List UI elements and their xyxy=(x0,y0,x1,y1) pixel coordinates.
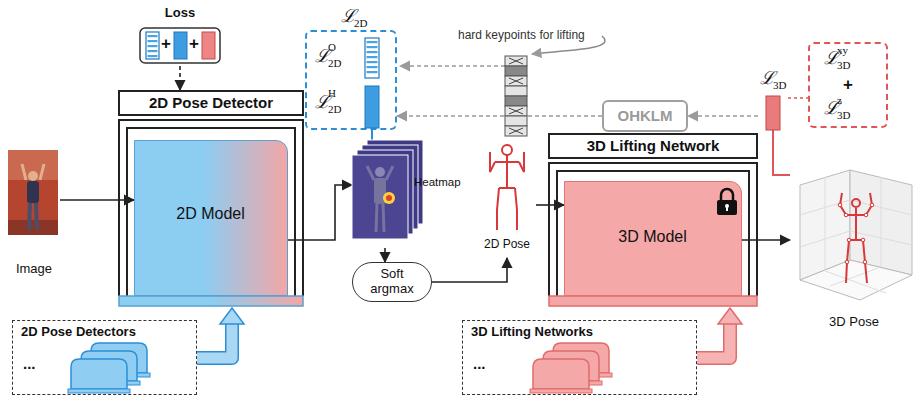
heatmap-stack: Heatmap xyxy=(352,140,470,248)
connector xyxy=(788,98,808,99)
loss-group: ℒ3Dxy+ℒ3Dz xyxy=(808,42,888,128)
node-text: 2D xyxy=(328,103,341,116)
node-text: O xyxy=(328,41,336,54)
connector xyxy=(397,116,602,117)
node-text: 2D Model xyxy=(135,205,286,223)
connector xyxy=(385,248,386,262)
node-text: ℒ xyxy=(341,6,356,27)
node-text: 3D Model xyxy=(565,228,740,246)
pose-2d: 2D Pose xyxy=(478,140,536,258)
node-text: 3D xyxy=(837,59,850,72)
connector xyxy=(773,130,790,175)
node-text: + xyxy=(159,34,173,54)
connector xyxy=(432,258,507,282)
connector xyxy=(688,116,758,117)
node-text: ℒ xyxy=(315,92,330,113)
annotation-label: hard keypoints for lifting xyxy=(458,28,585,42)
connector xyxy=(697,308,742,358)
connector xyxy=(197,308,244,358)
node-text: 2D Pose Detectors xyxy=(21,325,136,340)
node-text: Heatmap xyxy=(414,176,461,189)
loss-box: Loss + + xyxy=(138,6,222,66)
module-box: OHKLM xyxy=(602,100,688,132)
node-art xyxy=(8,150,60,280)
model-block: 2D Model xyxy=(134,140,288,296)
node-text: Image xyxy=(4,262,64,277)
node-text: ... xyxy=(473,355,486,372)
node-text: + xyxy=(810,75,886,95)
node-text: Soft argmax xyxy=(361,267,423,297)
connector xyxy=(288,185,352,240)
node-text: ℒ xyxy=(315,46,330,67)
node-text: 2D xyxy=(354,17,367,30)
node-text: + xyxy=(187,34,201,54)
pose-3d: 3D Pose xyxy=(790,165,918,340)
lifting-frame: 3D Lifting Network 3D Model xyxy=(548,133,758,308)
model-block: 3D Model xyxy=(564,181,742,296)
detector-frame: 2D Pose Detector 2D Model xyxy=(118,90,304,308)
connector xyxy=(60,200,134,201)
node-text: 2D Pose Detector xyxy=(118,94,304,111)
node-text: xy xyxy=(837,44,848,57)
node-text: 3D Pose xyxy=(790,315,918,330)
node-text: OHKLM xyxy=(618,107,673,124)
node-text: ... xyxy=(23,355,36,372)
node-text: 3D xyxy=(773,79,786,92)
node-text: H xyxy=(328,87,336,100)
node-text: ℒ xyxy=(760,68,775,89)
node-text: ℒ xyxy=(824,48,839,69)
node-text: 3D xyxy=(837,109,850,122)
node-text: 2D xyxy=(328,57,341,70)
connector xyxy=(180,66,181,90)
input-image: Image xyxy=(8,150,60,280)
model-pool: 3D Lifting Networks... xyxy=(462,320,697,395)
node-text: 3D Lifting Networks xyxy=(471,325,593,340)
connector xyxy=(372,130,373,140)
loss-group: ℒ2Dℒ2DOℒ2DH xyxy=(305,30,397,130)
dashed-arrow xyxy=(400,65,505,67)
model-pool: 2D Pose Detectors... xyxy=(12,320,197,395)
loss-bar: ℒ3D xyxy=(758,68,788,130)
node-art xyxy=(352,140,470,248)
node-text: z xyxy=(837,94,842,107)
node-text: 3D Lifting Network xyxy=(548,137,758,154)
node-text: 2D Pose xyxy=(478,238,536,252)
node-text: ℒ xyxy=(824,98,839,119)
node-art xyxy=(790,165,918,340)
process-pill: Soft argmax xyxy=(352,262,432,302)
keypoint-strip xyxy=(505,56,527,136)
node-text: Loss xyxy=(138,6,222,21)
